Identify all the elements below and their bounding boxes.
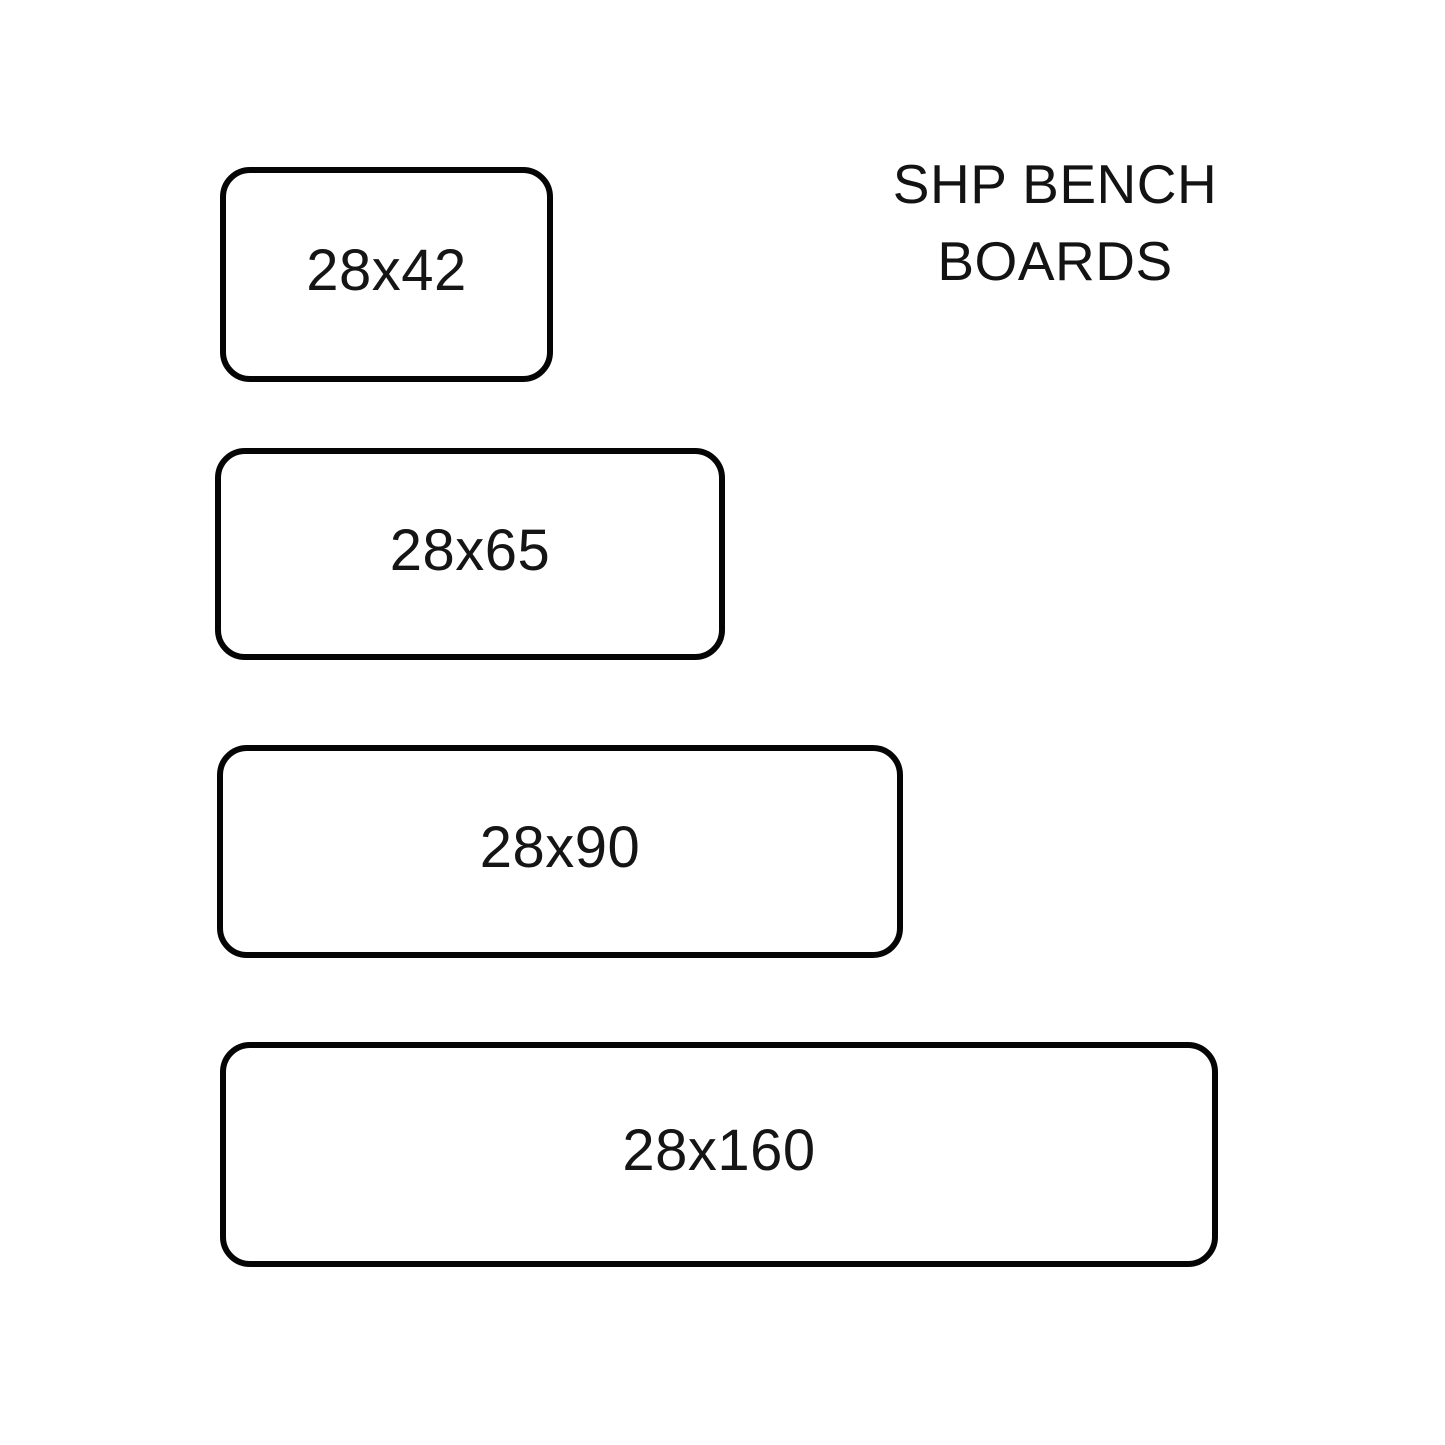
board-28x42: 28x42 xyxy=(220,167,553,382)
board-label: 28x160 xyxy=(622,1118,816,1183)
diagram-title: SHP BENCH BOARDS xyxy=(855,146,1255,300)
board-label: 28x65 xyxy=(389,517,551,583)
board-28x160: 28x160 xyxy=(220,1042,1218,1267)
board-28x90: 28x90 xyxy=(217,745,903,958)
diagram-title-line2: BOARDS xyxy=(937,230,1173,292)
diagram-title-line1: SHP BENCH xyxy=(892,153,1218,215)
board-label: 28x42 xyxy=(306,238,467,303)
board-label: 28x90 xyxy=(479,815,641,880)
board-28x65: 28x65 xyxy=(215,448,725,660)
